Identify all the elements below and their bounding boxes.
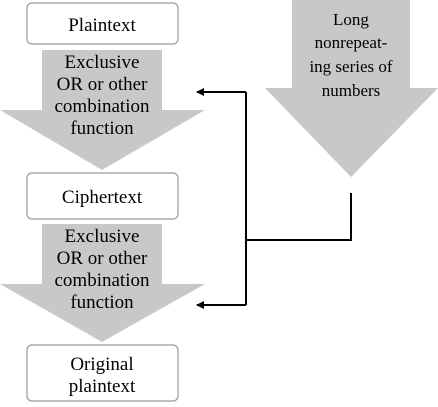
ciphertext-box: Ciphertext [26, 172, 179, 220]
xor-arrow-2-line3: combination [55, 270, 150, 291]
plaintext-label: Plaintext [68, 15, 136, 36]
xor-arrow-1-line1: Exclusive [65, 52, 140, 73]
xor-arrow-2-line4: function [70, 292, 134, 313]
xor-arrow-2-line1: Exclusive [65, 226, 140, 247]
xor-arrow-2-line2: OR or other [57, 248, 148, 269]
original-label-line1: Original [70, 354, 133, 375]
plaintext-box: Plaintext [26, 2, 179, 45]
ciphertext-label: Ciphertext [62, 187, 143, 208]
keystream-source-arrow: Long nonrepeat- ing series of numbers [265, 0, 438, 177]
connector-from-source [246, 193, 352, 241]
xor-arrow-2: Exclusive OR or other combination functi… [0, 224, 205, 342]
xor-arrow-1-line4: function [70, 118, 134, 139]
xor-arrow-1-line3: combination [55, 96, 150, 117]
source-line2: nonrepeat- [315, 33, 388, 52]
original-plaintext-box: Original plaintext [26, 344, 179, 402]
xor-arrow-1-line2: OR or other [57, 74, 148, 95]
source-line1: Long [333, 10, 369, 29]
original-label-line2: plaintext [69, 376, 136, 397]
source-line4: numbers [322, 81, 381, 100]
keystream-connector [196, 88, 352, 309]
xor-arrow-1: Exclusive OR or other combination functi… [0, 50, 205, 170]
source-line3: ing series of [309, 57, 392, 76]
